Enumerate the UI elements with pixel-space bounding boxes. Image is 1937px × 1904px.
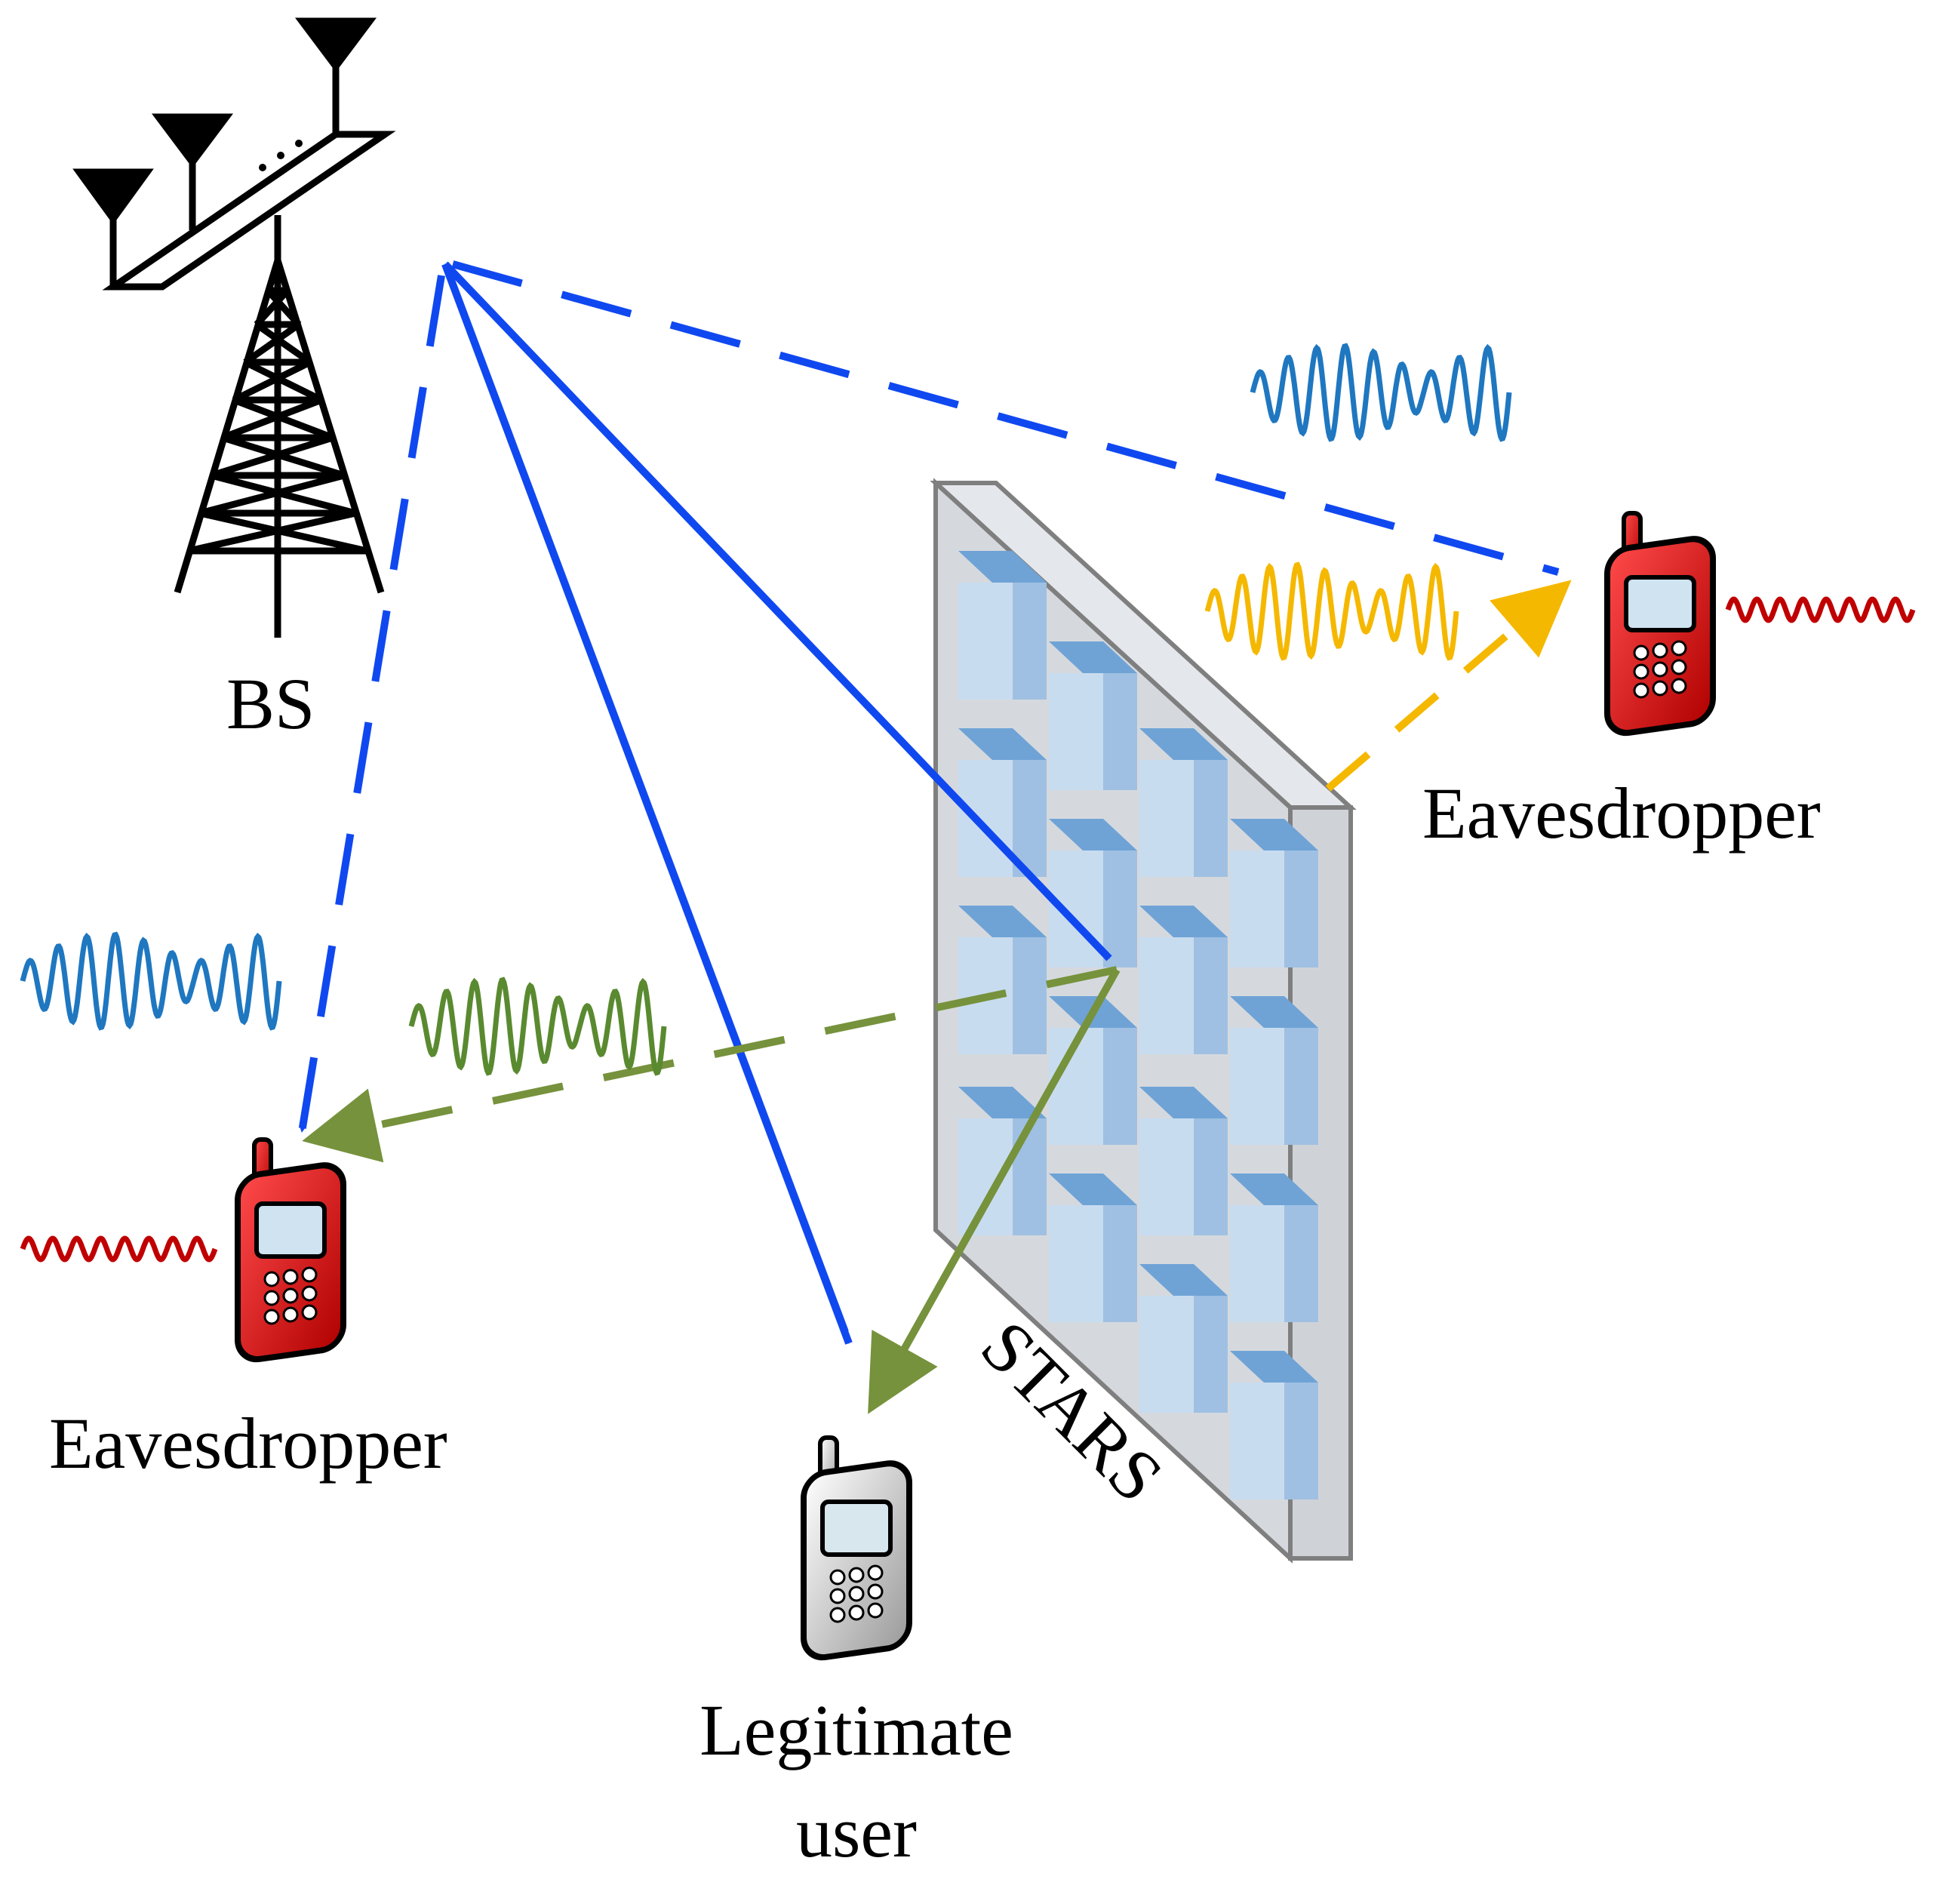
legitimate-user-phone-icon xyxy=(801,1435,912,1661)
left-eavesdropper-phone-icon xyxy=(235,1137,346,1363)
stars-element xyxy=(1049,1173,1137,1322)
legitimate-user-label-line1: Legitimate xyxy=(699,1690,1013,1770)
signal-wave-green-icon xyxy=(408,977,667,1076)
bs-to-stars-arrow xyxy=(442,261,1112,961)
stars-element-grid xyxy=(958,551,1318,1500)
right-eavesdropper-label: Eavesdropper xyxy=(1422,773,1821,854)
signal-wave-blue-icon xyxy=(1250,343,1512,442)
stars-element xyxy=(958,728,1047,877)
signal-wave-yellow-icon xyxy=(1204,561,1459,661)
noise-wave-icon xyxy=(20,1235,218,1263)
base-station-icon xyxy=(72,17,396,638)
stars-element xyxy=(1230,1173,1318,1322)
stars-element xyxy=(1139,906,1228,1054)
stars-element xyxy=(1139,1264,1228,1413)
stars-element xyxy=(1049,641,1137,790)
signal-wave-blue-icon xyxy=(20,931,282,1031)
stars-element xyxy=(1230,1351,1318,1500)
stars-element xyxy=(958,551,1047,700)
bs-to-left-eavesdropper-arrow xyxy=(298,275,445,1133)
right-eavesdropper-phone-icon xyxy=(1604,511,1716,737)
bs-to-right-eavesdropper-arrow xyxy=(451,260,1560,576)
stars-panel-icon xyxy=(930,478,1357,1564)
stars-element xyxy=(1049,819,1137,967)
direct-link-arrows xyxy=(298,260,1560,1345)
stars-to-left-eavesdropper-arrow xyxy=(302,966,1118,1163)
legitimate-user-label-line2: user xyxy=(796,1792,917,1872)
stars-to-user-arrow xyxy=(868,967,1121,1414)
stars-element xyxy=(1230,996,1318,1145)
stars-element xyxy=(1139,728,1228,877)
stars-element xyxy=(1049,996,1137,1145)
reflected-link-arrow xyxy=(1325,580,1572,792)
transmitted-link-arrows xyxy=(302,966,1121,1414)
stars-element xyxy=(1139,1087,1228,1235)
left-eavesdropper-label: Eavesdropper xyxy=(49,1403,447,1484)
noise-wave-icon xyxy=(1725,596,1916,623)
stars-element xyxy=(1230,819,1318,967)
bs-label: BS xyxy=(226,663,315,744)
